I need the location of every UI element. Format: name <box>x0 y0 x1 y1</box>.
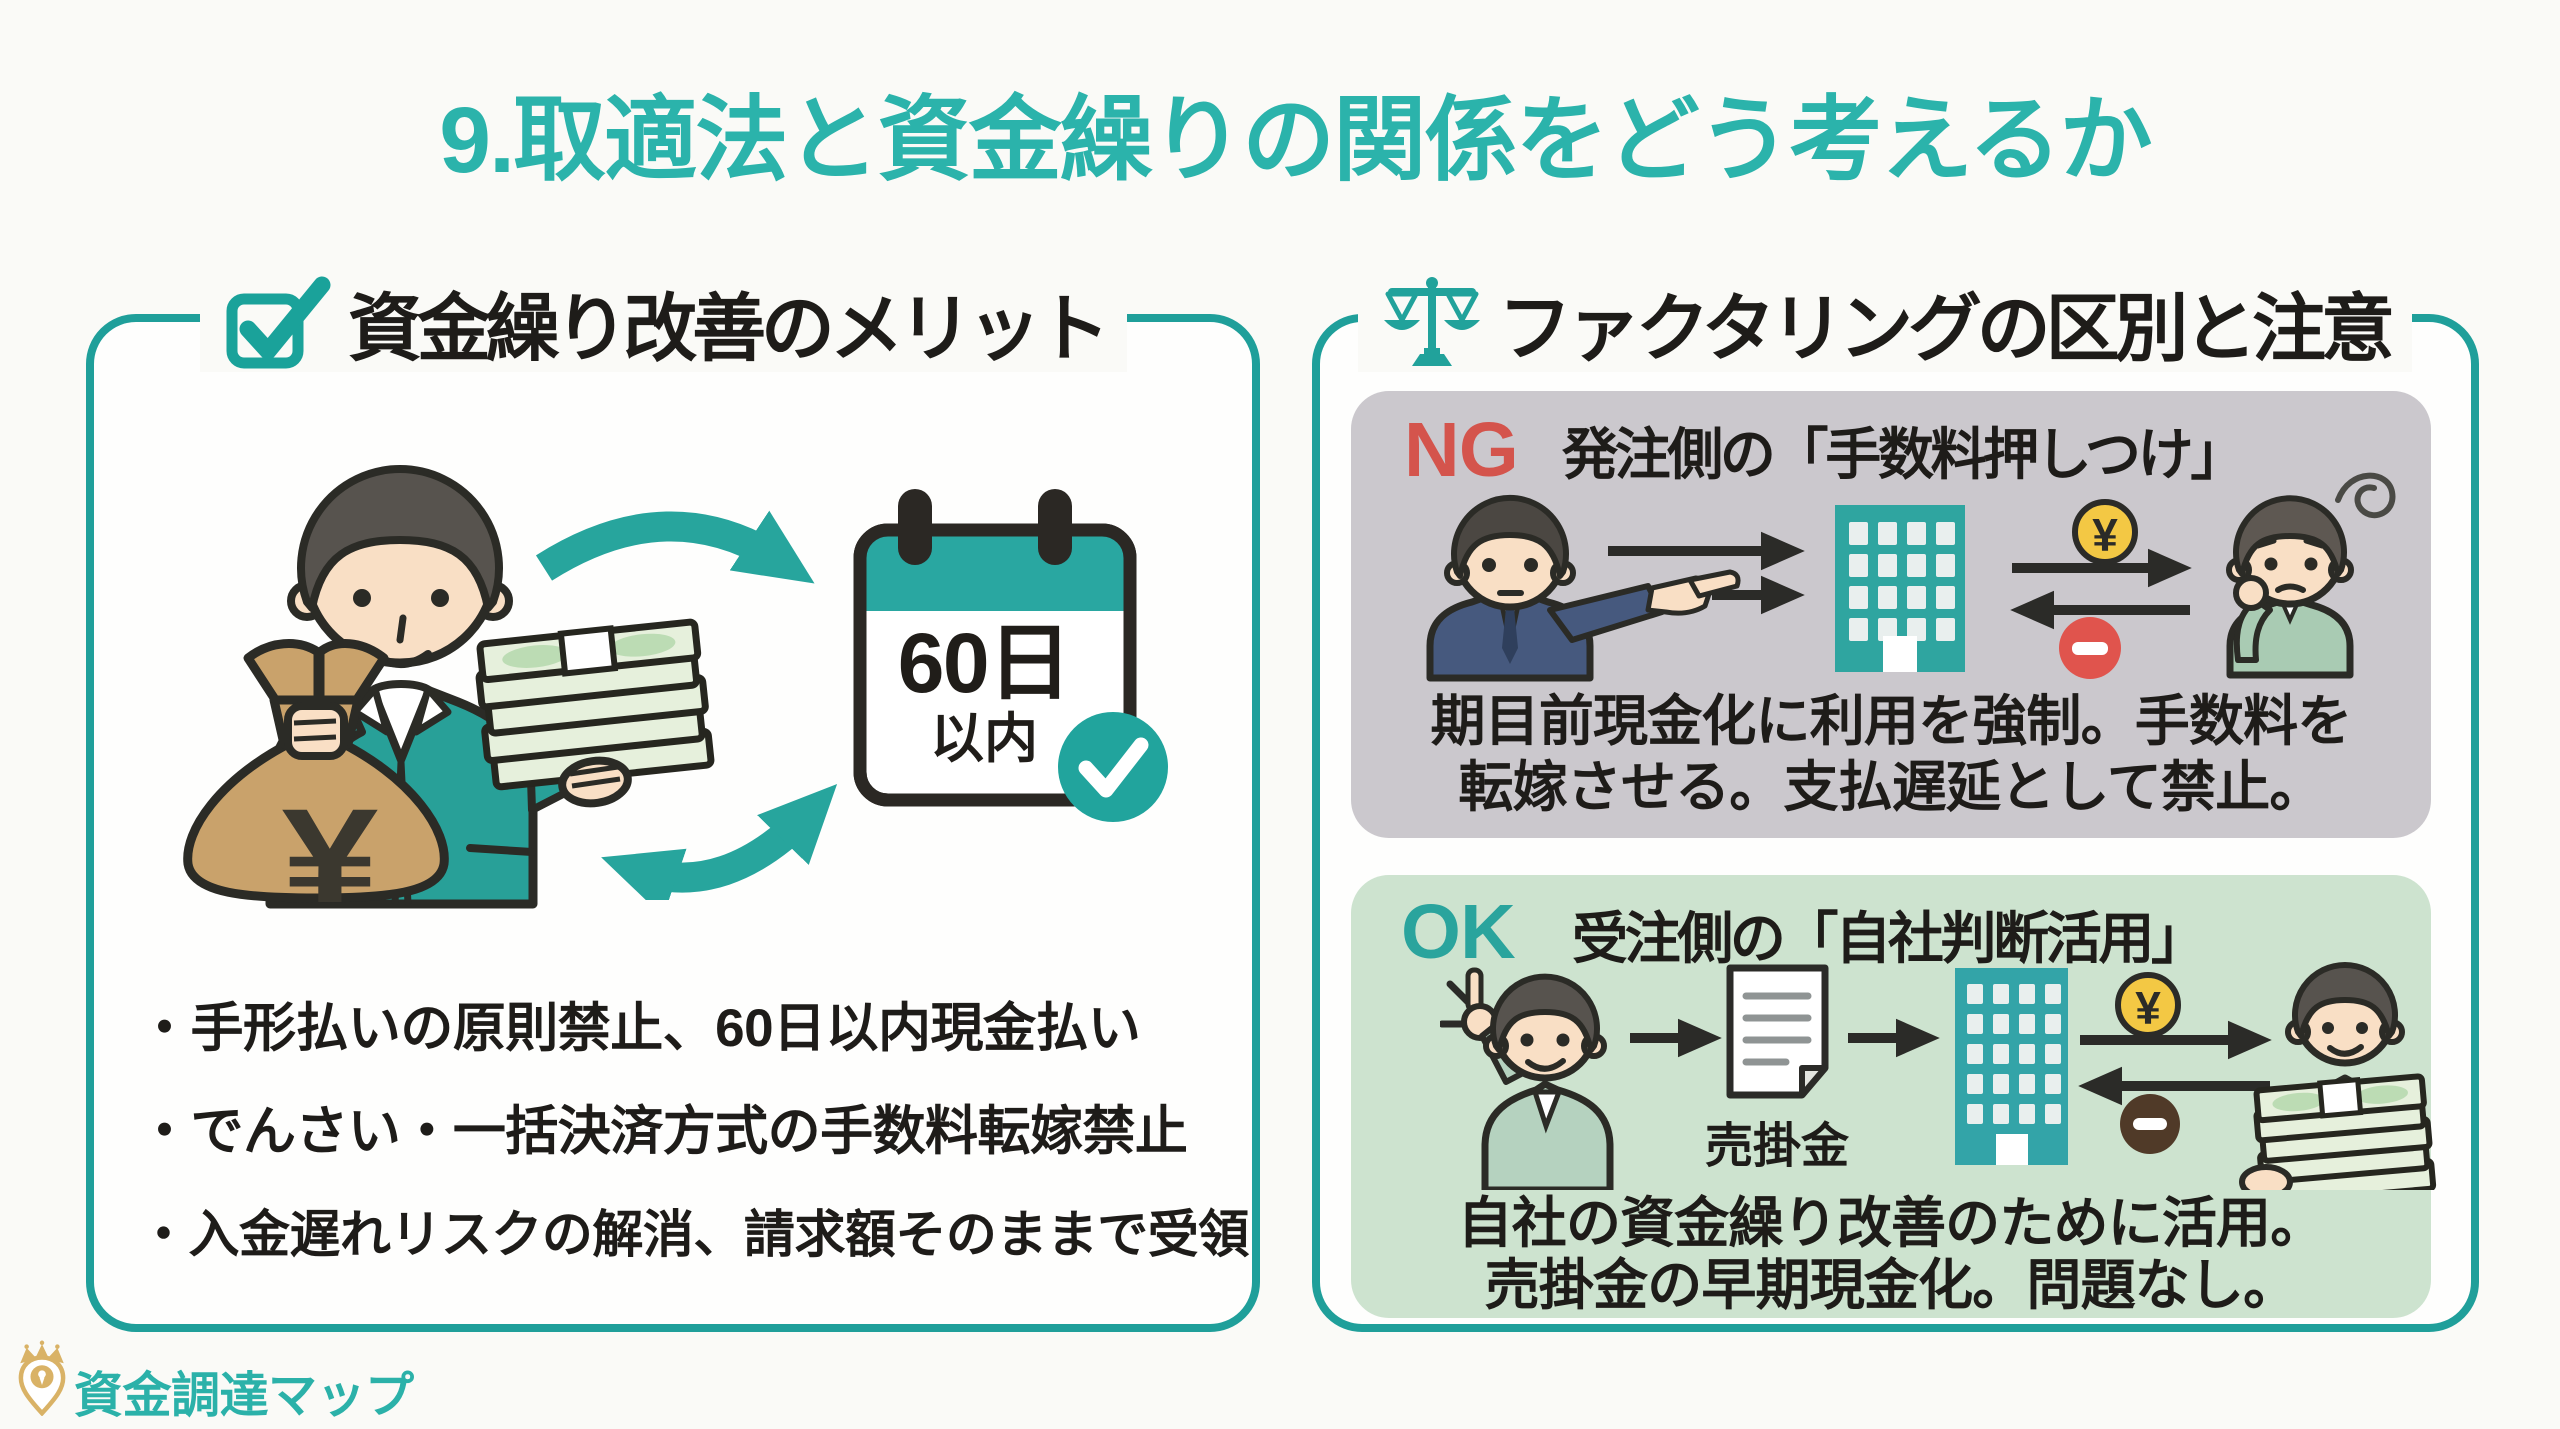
invoice-document-label: 売掛金 <box>1704 1120 1849 1173</box>
calendar-days-label: 60日 <box>897 616 1072 710</box>
ng-heading: 発注側の「手数料押しつけ」 <box>1562 423 2246 486</box>
ng-coin-yen-symbol: ¥ <box>2092 509 2118 561</box>
left-panel-legend: 資金繰り改善のメリット <box>200 272 1128 372</box>
cycle-arrows-icon <box>535 510 838 900</box>
ok-description-line2: 売掛金の早期現金化。問題なし。 <box>1484 1254 2298 1316</box>
ng-description-line1: 期目前現金化に利用を強制。手数料を <box>1430 690 2353 752</box>
ng-building-icon <box>1835 505 1965 672</box>
ok-badge: OK <box>1401 889 1516 975</box>
ok-description-line1: 自社の資金繰り改善のために活用。 <box>1457 1192 2326 1254</box>
left-bullet-2: ・でんさい・一括決済方式の手数料転嫁禁止 <box>138 1102 1188 1161</box>
checkbox-check-icon <box>226 276 331 369</box>
cash-stack-icon <box>475 618 715 791</box>
cycle-arrow-bottom <box>601 783 838 900</box>
ng-description-line2: 転嫁させる。支払遅延として禁止。 <box>1458 756 2324 818</box>
minus-red-icon <box>2059 617 2121 679</box>
ok-heading: 受注側の「自社判断活用」 <box>1572 907 2207 970</box>
brand-logo-icon <box>18 1340 66 1416</box>
ok-receiving-man <box>2239 962 2437 1190</box>
balance-scale-icon <box>1384 277 1480 366</box>
ok-pointing-man <box>1440 967 1614 1190</box>
ok-coin-yen-symbol: ¥ <box>2135 982 2161 1034</box>
ok-building-icon <box>1955 968 2068 1165</box>
ng-worried-man <box>2226 472 2396 679</box>
left-panel-title: 資金繰り改善のメリット <box>348 286 1110 370</box>
minus-dark-icon <box>2120 1094 2180 1154</box>
moneybag-yen-symbol: ¥ <box>281 782 379 931</box>
left-bullet-1: ・手形払いの原則禁止、60日以内現金払い <box>138 999 1141 1058</box>
right-panel-legend: ファクタリングの区別と注意 <box>1358 272 2412 372</box>
calendar-60days-icon <box>853 489 1168 822</box>
ng-businessman <box>1426 494 1741 682</box>
left-bullet-3: ・入金遅れリスクの解消、請求額そのままで受領 <box>138 1206 1249 1263</box>
page-title: 9.取適法と資金繰りの関係をどう考えるか <box>439 88 2152 192</box>
calendar-within-label: 以内 <box>930 709 1038 769</box>
invoice-document-icon <box>1726 964 1829 1099</box>
money-holder-illustration <box>183 465 715 909</box>
right-panel-title: ファクタリングの区別と注意 <box>1498 286 2395 370</box>
ng-flow-illustration <box>1426 472 2396 682</box>
ok-flow-illustration <box>1440 962 2437 1190</box>
ng-badge: NG <box>1404 407 1519 493</box>
brand-logo-text: 資金調達マップ <box>74 1369 414 1423</box>
cycle-arrow-top <box>535 510 815 584</box>
ng-coin-icon <box>2072 499 2138 565</box>
